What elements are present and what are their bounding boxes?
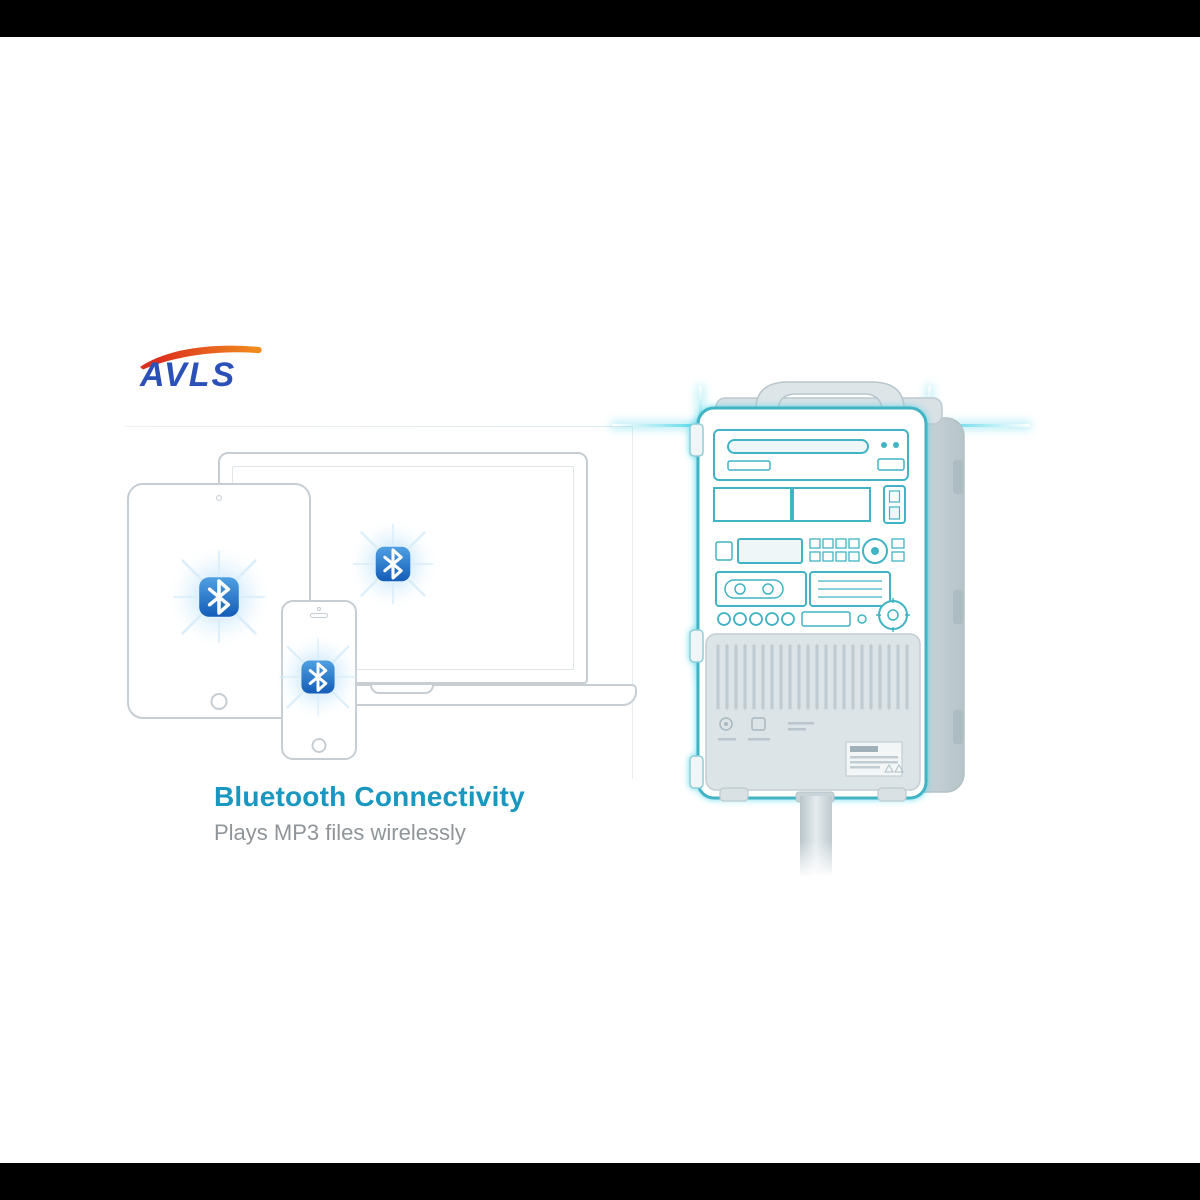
phone-home-button xyxy=(311,738,327,753)
guide-line-horizontal xyxy=(125,426,632,427)
tuner-controls xyxy=(715,538,905,564)
bluetooth-icon xyxy=(164,542,274,652)
cd-player-panel xyxy=(713,429,909,481)
speaker-foot xyxy=(877,787,907,802)
latch-tab xyxy=(689,423,704,457)
tuner-display xyxy=(737,538,803,564)
speaker-grille xyxy=(716,644,909,710)
volume-knob xyxy=(878,600,908,630)
cd-slot xyxy=(727,439,869,454)
phone-speaker-slot xyxy=(310,613,328,618)
connector-jacks xyxy=(718,717,814,741)
phone-camera-dot xyxy=(317,607,321,611)
bluetooth-rune xyxy=(308,662,328,692)
mixer-controls xyxy=(717,598,910,632)
feature-title: Bluetooth Connectivity xyxy=(214,781,525,812)
tablet-home-button xyxy=(210,693,228,710)
tablet-camera-dot xyxy=(216,495,222,501)
product-label-sticker xyxy=(845,741,904,777)
portable-pa-speaker-illustration xyxy=(689,381,965,878)
letterbox-top xyxy=(0,0,1200,37)
glow-rays xyxy=(279,638,357,716)
guide-line-vertical xyxy=(632,426,633,779)
glow-rays xyxy=(352,523,434,605)
latch-tab xyxy=(689,755,704,789)
logo-text: AVLS xyxy=(139,356,236,392)
glow-rays xyxy=(172,550,266,644)
bluetooth-rune xyxy=(207,579,231,615)
speaker-grille-section xyxy=(705,633,921,802)
avls-logo: AVLS xyxy=(139,345,262,392)
latch-tab xyxy=(689,629,704,663)
logo-swoosh-icon xyxy=(140,345,262,370)
laptop-latch-notch xyxy=(370,685,434,694)
display-windows xyxy=(713,485,906,524)
power-module xyxy=(883,485,906,524)
bluetooth-icon xyxy=(345,516,441,612)
feature-caption: Bluetooth Connectivity Plays MP3 files w… xyxy=(214,781,525,846)
speaker-foot xyxy=(719,787,749,802)
bluetooth-icon xyxy=(272,631,364,723)
feature-subtitle: Plays MP3 files wirelessly xyxy=(214,820,466,845)
speaker-stand-pole xyxy=(795,791,835,878)
cassette-deck xyxy=(715,571,891,607)
bluetooth-rune xyxy=(383,548,403,580)
letterbox-bottom xyxy=(0,1163,1200,1200)
